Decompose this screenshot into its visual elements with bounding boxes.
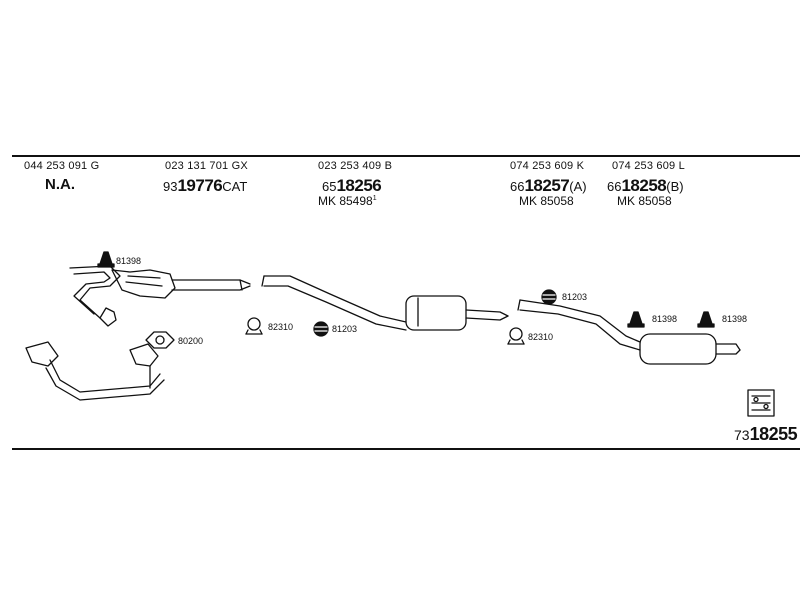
part-label-81398: 81398 [652,314,678,324]
part-number-col3: 6518256 [322,176,382,196]
oem-number-col5: 074 253 609 L [612,160,685,172]
mk-number-col5: MK 85058 [617,194,672,208]
part-big: 18257 [524,176,570,195]
kit-code-big: 18255 [749,424,798,444]
part-label-81203: 81203 [332,324,358,334]
part-label-81203: 81203 [562,292,588,302]
oem-number-col4: 074 253 609 K [510,160,585,172]
not-available-label: N.A. [45,176,75,193]
oem-number-col2: 023 131 701 GX [165,160,248,172]
part-label-81398: 81398 [116,256,142,266]
part-label-82310: 82310 [268,322,294,332]
part-suffix: CAT [222,179,248,194]
oem-number-col3: 023 253 409 B [318,160,393,172]
part-big: 18256 [336,176,382,195]
part-prefix: 66 [510,179,525,194]
mounting-kit-icon [747,389,775,417]
kit-code-prefix: 73 [734,427,750,443]
rubber-hanger-icon [697,311,715,328]
part-prefix: 93 [163,179,178,194]
sealing-ring-icon [541,289,557,305]
part-prefix: 65 [322,179,337,194]
oem-number-col1: 044 253 091 G [24,160,100,172]
part-prefix: 66 [607,179,622,194]
part-big: 19776 [177,176,223,195]
part-number-col2: 9319776CAT [163,176,247,196]
part-label-81398: 81398 [722,314,748,324]
mk-number-col4: MK 85058 [519,194,574,208]
part-label-82310: 82310 [528,332,554,342]
part-label-80200: 80200 [178,336,204,346]
mk-number-col3: MK 854981 [318,194,377,208]
manifold-pipe [25,341,165,401]
part-suffix: (B) [666,179,684,194]
part-big: 18258 [621,176,667,195]
front-downpipe [69,265,121,327]
part-number-col4: 6618257(A) [510,176,587,196]
clamp-icon [507,327,525,345]
kit-code: 7318255 [734,424,798,445]
middle-pipe-muffler [261,275,509,331]
top-divider [12,155,800,157]
rubber-hanger-icon [97,251,115,268]
gasket-icon [145,331,175,349]
clamp-icon [245,317,263,335]
part-number-col5: 6618258(B) [607,176,684,196]
bottom-divider [12,448,800,450]
rubber-hanger-icon [627,311,645,328]
catalytic-converter [111,269,251,299]
sealing-ring-icon [313,321,329,337]
part-suffix: (A) [569,179,587,194]
